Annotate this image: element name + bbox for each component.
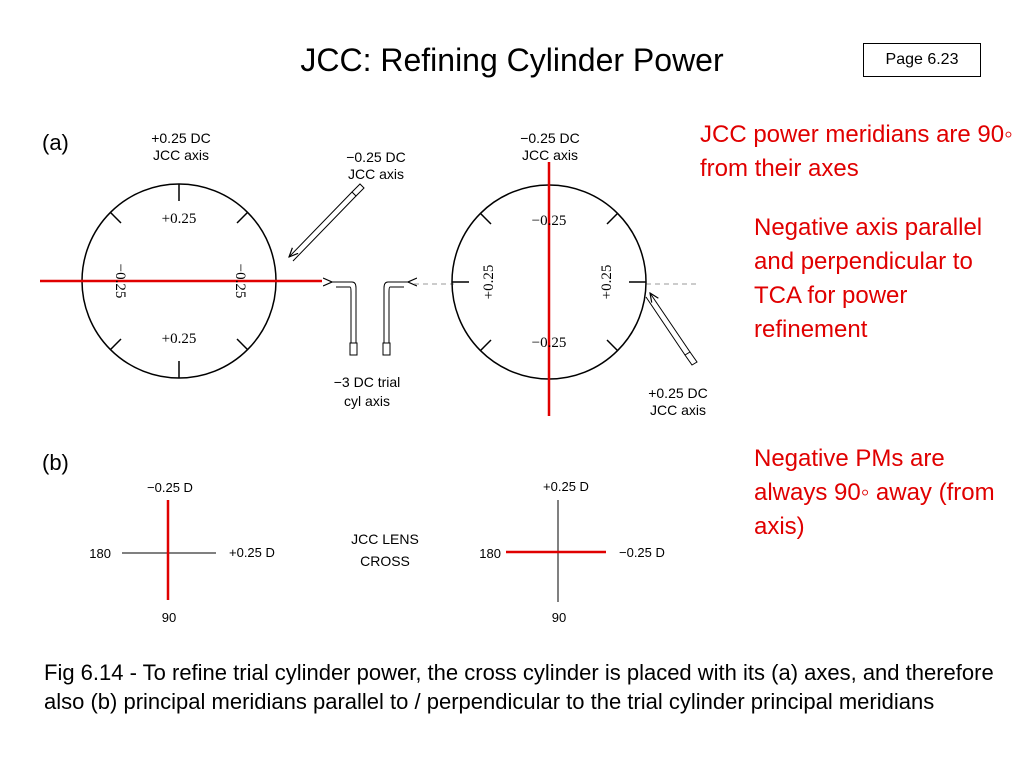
right-cross-top: +0.25 D: [543, 479, 589, 494]
left-tick-br: [236, 338, 249, 351]
figure-a-label: (a): [42, 130, 69, 155]
note-negative-pms: Negative PMs are always 90◦ away (from a…: [754, 445, 995, 540]
right-tick-tr: [606, 212, 619, 225]
page-number-box: Page 6.23: [863, 43, 981, 77]
right-tick-br: [606, 339, 619, 352]
left-inner-left: −0.25: [112, 264, 128, 299]
left-cross-right: +0.25 D: [229, 545, 275, 560]
right-lens-cross: [506, 500, 606, 602]
right-inner-bottom: −0.25: [532, 335, 567, 351]
right-jcc-circle: −0.25 −0.25 +0.25 +0.25: [451, 162, 647, 416]
left-top-label-1: +0.25 DC: [151, 130, 211, 146]
left-arrow-label-2: JCC axis: [348, 166, 404, 182]
jcc-lens-cross-label-2: CROSS: [360, 553, 410, 569]
jcc-diagram: (a) +0.25 +0.25 −0.25 −0.25 +0.25 DC JCC…: [40, 130, 708, 625]
right-top-label-2: JCC axis: [522, 147, 578, 163]
note-negative-axis: Negative axis parallel and perpendicular…: [754, 214, 983, 343]
right-top-label-1: −0.25 DC: [520, 130, 580, 146]
trial-label-2: cyl axis: [344, 393, 390, 409]
trial-cyl-axis-arrows: [332, 282, 408, 356]
right-cross-left: 180: [479, 546, 501, 561]
left-pointer-arrow: [289, 183, 365, 262]
right-inner-left: +0.25: [481, 265, 497, 300]
left-arrow-label-1: −0.25 DC: [346, 149, 406, 165]
left-jcc-circle: +0.25 +0.25 −0.25 −0.25: [40, 183, 322, 379]
jcc-lens-cross-label-1: JCC LENS: [351, 531, 419, 547]
right-pointer-arrow: [645, 293, 698, 366]
right-inner-top: −0.25: [532, 213, 567, 229]
slide-title: JCC: Refining Cylinder Power: [300, 42, 724, 78]
trial-label-1: −3 DC trial: [334, 374, 401, 390]
left-tick-bl: [109, 338, 122, 351]
left-cross-top: −0.25 D: [147, 480, 193, 495]
left-inner-top: +0.25: [162, 211, 197, 227]
right-inner-right: +0.25: [599, 265, 615, 300]
left-tick-tl: [109, 211, 122, 224]
note-power-meridians: JCC power meridians are 90◦ from their a…: [700, 121, 1013, 182]
right-cross-right: −0.25 D: [619, 545, 665, 560]
figure-b-label: (b): [42, 450, 69, 475]
right-arrow-label-2: JCC axis: [650, 402, 706, 418]
left-cross-bottom: 90: [162, 610, 176, 625]
left-cross-left: 180: [89, 546, 111, 561]
figure-caption: Fig 6.14 - To refine trial cylinder powe…: [44, 660, 994, 714]
left-top-label-2: JCC axis: [153, 147, 209, 163]
left-inner-bottom: +0.25: [162, 331, 197, 347]
left-lens-cross: [122, 500, 216, 600]
right-cross-bottom: 90: [552, 610, 566, 625]
right-tick-tl: [479, 212, 492, 225]
right-tick-bl: [479, 339, 492, 352]
left-tick-tr: [236, 211, 249, 224]
right-arrow-label-1: +0.25 DC: [648, 385, 708, 401]
left-inner-right: −0.25: [232, 264, 248, 299]
